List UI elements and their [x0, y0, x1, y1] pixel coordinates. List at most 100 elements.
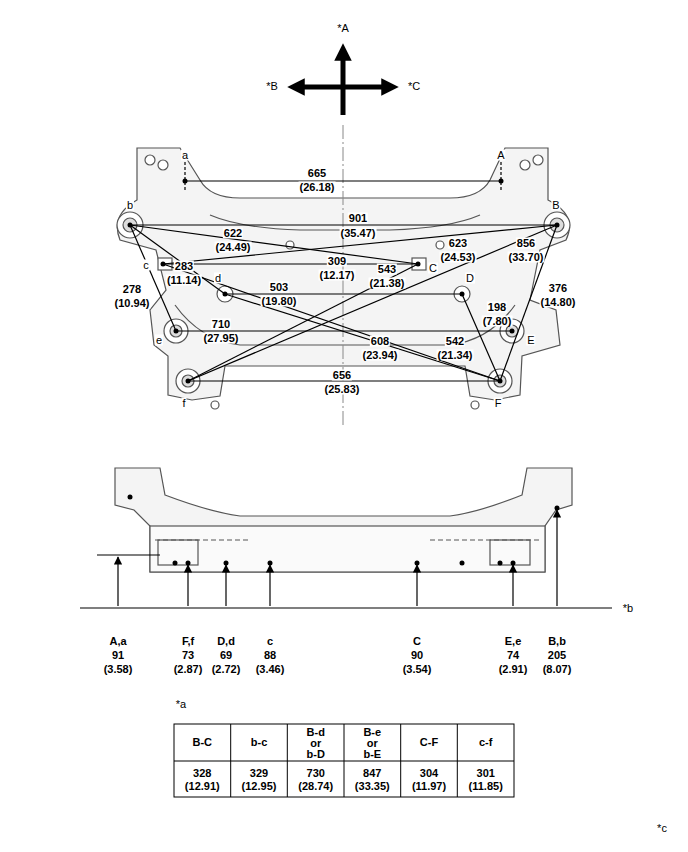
dimension-value: 656	[332, 370, 352, 381]
table-cell: b-E	[362, 749, 382, 760]
dimension-value: D,d	[216, 636, 236, 647]
dimension-value: (35.47)	[340, 228, 377, 239]
dimension-value: (2.87)	[173, 664, 204, 675]
dimension-value: 69	[219, 650, 233, 661]
dimension-value: 856	[516, 238, 536, 249]
dimension-value: F,f	[181, 636, 195, 647]
point-letter: f	[181, 398, 186, 409]
height-dimensions	[80, 510, 612, 608]
point-letter: B	[551, 200, 560, 211]
table-cell: B-C	[192, 737, 214, 748]
dimension-value: (23.94)	[362, 350, 399, 361]
table-cell: (12.95)	[241, 781, 278, 792]
dimension-value: (3.54)	[402, 664, 433, 675]
table-cell: (11.97)	[411, 781, 447, 792]
side-points	[128, 495, 560, 566]
dimension-value: 90	[410, 650, 424, 661]
dimension-value: (2.72)	[211, 664, 242, 675]
point-letter: *C	[407, 81, 421, 92]
dimension-value: 622	[223, 228, 243, 239]
table-cell: B-e	[362, 727, 382, 738]
subframe-side-view	[115, 468, 572, 572]
measure-points	[128, 179, 560, 384]
table-cell: 847	[362, 768, 382, 779]
point-letter: *a	[175, 699, 187, 710]
dimension-value: (3.46)	[255, 664, 286, 675]
dimension-lines	[130, 162, 557, 381]
dimension-value: B,b	[547, 636, 567, 647]
dimension-value: (27.95)	[203, 333, 240, 344]
dimension-value: 74	[506, 650, 520, 661]
dimension-value: 91	[111, 650, 125, 661]
dimension-value: 309	[327, 256, 347, 267]
point-letter: A	[496, 150, 505, 161]
table-cell: b-D	[306, 749, 326, 760]
table-cell: C-F	[419, 737, 439, 748]
dimension-value: 205	[547, 650, 567, 661]
dimension-value: (21.34)	[437, 350, 474, 361]
point-letter: e	[155, 335, 163, 346]
table-cell: (11.85)	[468, 781, 504, 792]
dimension-value: 623	[448, 238, 468, 249]
dimension-value: (24.49)	[215, 242, 252, 253]
dimension-value: (7.80)	[482, 316, 513, 327]
dimension-value: 543	[377, 264, 397, 275]
point-letter: *A	[336, 23, 350, 34]
dimension-value: (8.07)	[542, 664, 573, 675]
table-cell: or	[366, 738, 379, 749]
dimension-value: (21.38)	[369, 278, 406, 289]
dimension-value: 503	[269, 282, 289, 293]
dimension-value: A,a	[108, 636, 127, 647]
dimension-value: 710	[211, 319, 231, 330]
dimension-value: (19.80)	[261, 296, 298, 307]
dimension-value: 198	[487, 302, 507, 313]
table-cell: B-d	[306, 727, 326, 738]
dimension-value: (14.80)	[540, 297, 577, 308]
table-cell: or	[309, 738, 322, 749]
table-cell: (33.35)	[354, 781, 391, 792]
dimension-value: 73	[181, 650, 195, 661]
point-letter: a	[181, 150, 189, 161]
table-cell: (28.74)	[297, 781, 334, 792]
dimension-value: (10.94)	[114, 298, 151, 309]
dimension-value: (2.91)	[498, 664, 529, 675]
dimension-value: 608	[370, 336, 390, 347]
table-cell: 328	[192, 768, 212, 779]
point-letter: *c	[656, 823, 668, 834]
table-cell: b-c	[250, 737, 269, 748]
table-cell: c-f	[478, 737, 493, 748]
point-letter: d	[214, 273, 222, 284]
dimension-value: 542	[445, 336, 465, 347]
table-cell: 301	[476, 768, 496, 779]
dimension-value: (11.14)	[166, 275, 202, 286]
dimension-value: (3.58)	[103, 664, 134, 675]
table-cell: 329	[249, 768, 269, 779]
dimension-value: (24.53)	[440, 252, 477, 263]
point-letter: *B	[265, 81, 279, 92]
dimension-value: C	[412, 636, 422, 647]
dimension-value: 283	[174, 261, 194, 272]
dimension-value: 88	[263, 650, 277, 661]
point-letter: F	[494, 398, 503, 409]
dimension-table	[174, 724, 514, 797]
table-cell: (12.91)	[184, 781, 221, 792]
point-letter: E	[526, 335, 535, 346]
point-letter: *b	[622, 603, 634, 614]
point-letter: c	[142, 260, 150, 271]
dimension-value: E,e	[504, 636, 523, 647]
dimension-value: 665	[307, 168, 327, 179]
dimension-value: 278	[122, 284, 142, 295]
dimension-value: 901	[348, 213, 368, 224]
table-cell: 304	[419, 768, 439, 779]
dimension-value: (12.17)	[319, 270, 356, 281]
point-letter: C	[428, 263, 438, 274]
dimension-value: c	[266, 636, 274, 647]
dimension-value: (26.18)	[299, 182, 336, 193]
dimension-value: (25.83)	[324, 384, 361, 395]
point-letter: D	[465, 273, 475, 284]
table-cell: 730	[306, 768, 326, 779]
dimension-value: 376	[548, 283, 568, 294]
point-letter: b	[126, 200, 134, 211]
